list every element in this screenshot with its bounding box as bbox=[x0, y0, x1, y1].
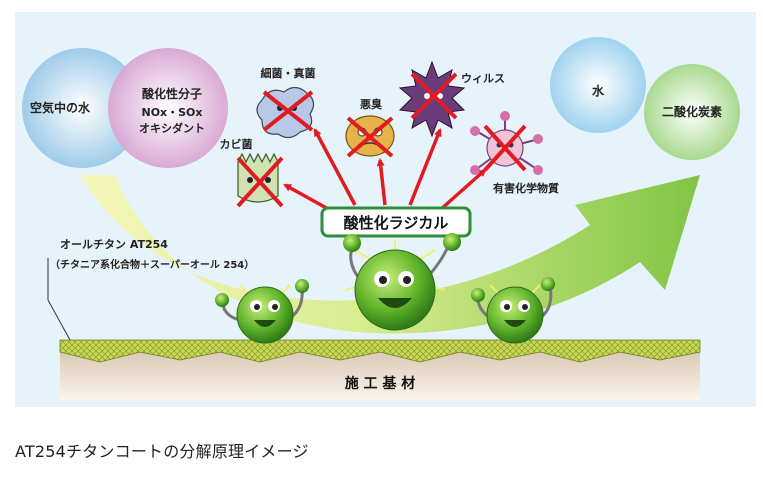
virus-label: ウィルス bbox=[461, 72, 505, 85]
mold-target: カビ菌 bbox=[220, 137, 284, 208]
radical-arrows bbox=[283, 128, 487, 212]
coating-leader-line bbox=[47, 258, 71, 341]
coating-layer bbox=[59, 339, 701, 363]
arrow-to-virus bbox=[408, 128, 442, 206]
coating-name-label: オールチタン AT254 bbox=[60, 238, 168, 251]
radical-label: 酸性化ラジカル bbox=[344, 214, 449, 232]
figure-caption: AT254チタンコートの分解原理イメージ bbox=[15, 442, 309, 461]
co2-ball bbox=[644, 64, 740, 160]
co2-label: 二酸化炭素 bbox=[662, 104, 722, 119]
arrow-to-chemicals bbox=[438, 168, 487, 212]
oxidizing-molecule-ball bbox=[108, 48, 228, 168]
mold-label: カビ菌 bbox=[220, 137, 253, 151]
substrate bbox=[60, 350, 700, 400]
water-ball bbox=[550, 37, 646, 133]
air-water-label: 空気中の水 bbox=[30, 100, 91, 115]
cycle-arrow bbox=[80, 175, 700, 334]
chemicals-target: 有害化学物質 bbox=[470, 111, 559, 195]
arrow-to-odor bbox=[376, 158, 387, 206]
arrow-to-bacteria bbox=[313, 128, 357, 206]
air-water-ball bbox=[22, 48, 142, 168]
titania-character-right bbox=[471, 277, 555, 344]
oxidizing-label-2: NOx・SOx bbox=[141, 106, 202, 119]
water-label: 水 bbox=[592, 83, 605, 98]
radical-label-box bbox=[320, 206, 472, 238]
virus-target: ウィルス bbox=[398, 60, 505, 138]
arrow-to-mold bbox=[283, 183, 331, 212]
oxidizing-label-1: 酸化性分子 bbox=[142, 86, 202, 101]
odor-target: 悪臭 bbox=[345, 97, 395, 158]
titania-character-center bbox=[343, 233, 461, 331]
oxidizing-label-3: オキシダント bbox=[139, 121, 205, 135]
bacteria-target: 細菌・真菌 bbox=[256, 66, 316, 139]
chemicals-label: 有害化学物質 bbox=[493, 181, 559, 195]
bacteria-label: 細菌・真菌 bbox=[261, 66, 316, 80]
substrate-label: 施 工 基 材 bbox=[345, 375, 416, 392]
titania-character-left bbox=[215, 279, 309, 344]
coating-detail-label: （チタニア系化合物＋スーパーオール 254） bbox=[50, 258, 254, 271]
odor-label: 悪臭 bbox=[360, 97, 382, 111]
